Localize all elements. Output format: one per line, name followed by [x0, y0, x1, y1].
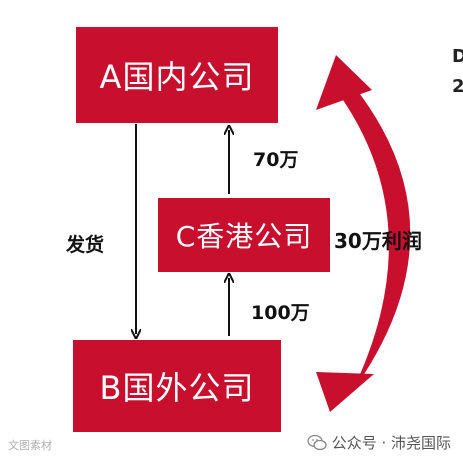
account-name: 公众号 · 沛尧国际 — [331, 434, 451, 452]
company-b-box: B国外公司 — [73, 340, 281, 432]
company-a-label: A国内公司 — [99, 58, 255, 96]
watermark-text: 文图素材 — [8, 439, 52, 452]
company-a-box: A国内公司 — [76, 27, 278, 123]
company-c-box: C香港公司 — [158, 198, 330, 272]
profit-curve — [343, 85, 411, 392]
company-c-label: C香港公司 — [175, 220, 313, 253]
profit-curve-top-arrowhead — [316, 55, 372, 110]
profit-curve-bottom-arrowhead — [316, 372, 374, 412]
company-b-label: B国外公司 — [99, 369, 255, 407]
b-to-c-amount: 100万 — [251, 302, 310, 324]
c-to-a-amount: 70万 — [253, 149, 299, 171]
profit-label: 30万利润 — [334, 229, 422, 253]
ship-label: 发货 — [66, 234, 105, 256]
cropped-edge-text: D 2 — [452, 46, 463, 97]
account-footer: 公众号 · 沛尧国际 — [307, 432, 451, 453]
wechat-icon — [307, 434, 327, 450]
